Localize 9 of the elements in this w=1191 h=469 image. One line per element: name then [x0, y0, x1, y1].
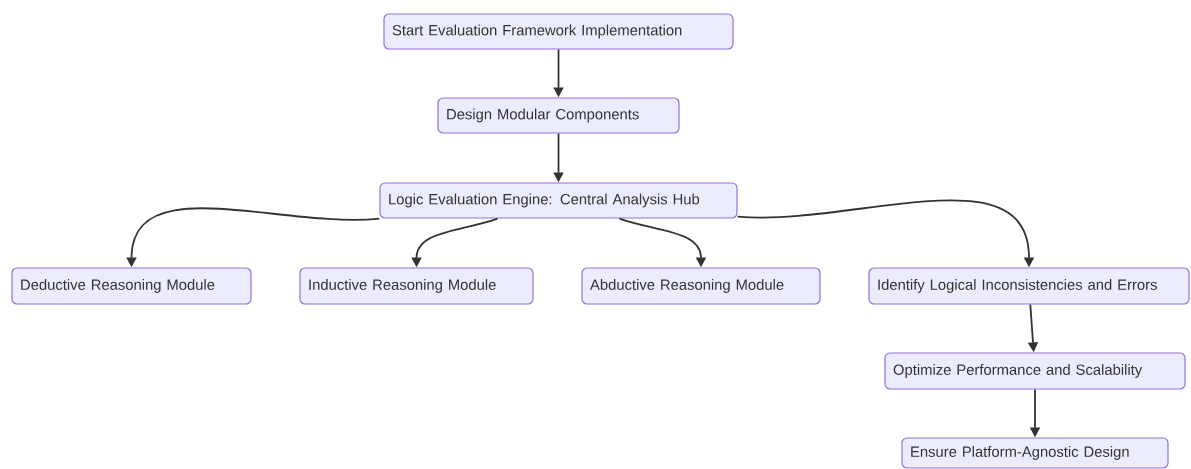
process-box: Ensure Platform-Agnostic Design	[901, 437, 1169, 469]
process-box: Inductive Reasoning Module	[299, 267, 534, 305]
process-box: Deductive Reasoning Module	[11, 267, 252, 305]
process-box: Abductive Reasoning Module	[581, 267, 821, 305]
process-box: Logic Evaluation Engine: Central Analysis Hub	[379, 182, 738, 219]
process-box: Optimize Performance and Scalability	[884, 352, 1186, 390]
process-box: Identify Logical Inconsistencies and Errors	[868, 267, 1190, 305]
process-box: Design Modular Components	[437, 97, 680, 134]
process-box: Start Evaluation Framework Implementation	[383, 13, 734, 50]
